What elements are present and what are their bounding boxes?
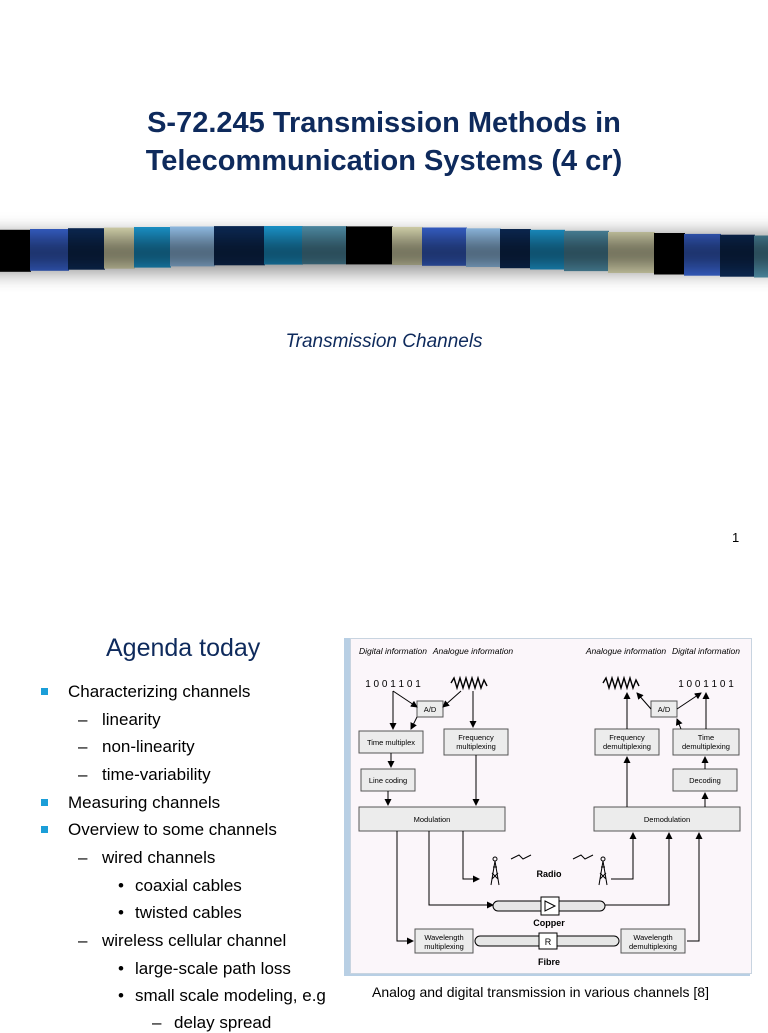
page-number: 1 — [732, 530, 740, 545]
fibre-label: Fibre — [538, 957, 560, 967]
slide-title: S-72.245 Transmission Methods in Telecom… — [0, 104, 768, 180]
radio-tower-left-icon — [490, 856, 500, 886]
square-bullet-icon — [41, 799, 48, 806]
fibre-cable: R — [474, 932, 620, 950]
square-bullet-icon — [41, 688, 48, 695]
digital-info-right-label: Digital information — [672, 646, 740, 656]
digital-info-left-label: Digital information — [359, 646, 427, 656]
title-line-2: Telecommunication Systems (4 cr) — [145, 145, 623, 177]
copper-label: Copper — [533, 918, 565, 928]
svg-text:A/D: A/D — [658, 705, 671, 714]
analogue-info-right-label: Analogue information — [585, 646, 667, 656]
slide-subtitle: Transmission Channels — [285, 331, 483, 352]
agenda-title: Agenda today — [106, 634, 261, 662]
amplifier-icon — [544, 900, 557, 912]
title-line-1: S-72.245 Transmission Methods in — [147, 107, 621, 139]
bits-left: 1 0 0 1 1 0 1 — [365, 679, 421, 690]
repeater-label: R — [545, 937, 552, 947]
radio-wave-left-icon — [510, 854, 532, 860]
transmission-diagram-svg: Digital information Analogue information… — [358, 646, 741, 967]
analog-wave-left-icon — [450, 675, 488, 691]
radio-wave-right-icon — [572, 854, 594, 860]
radio-label: Radio — [536, 869, 562, 879]
analog-wave-right-icon — [602, 675, 640, 691]
frequency-multiplexing-box — [443, 728, 509, 756]
agenda-slide: Agenda today Characterizing channels –li… — [0, 566, 768, 1032]
svg-text:A/D: A/D — [424, 705, 437, 714]
frequency-demultiplexing-box — [594, 728, 660, 756]
svg-text:Time multiplex: Time multiplex — [367, 738, 415, 747]
figure-caption: Analog and digital transmission in vario… — [372, 984, 709, 1000]
copper-cable — [492, 896, 606, 916]
wavelength-multiplexing-box — [414, 928, 474, 954]
radio-tower-right-icon — [598, 856, 608, 886]
modulation-box — [358, 806, 506, 832]
bits-right: 1 0 0 1 1 0 1 — [678, 679, 734, 690]
svg-text:Modulation: Modulation — [414, 815, 451, 824]
svg-text:Decoding: Decoding — [689, 776, 721, 785]
transmission-diagram: Digital information Analogue information… — [350, 638, 752, 974]
decorative-color-band — [0, 212, 768, 292]
band-shadow — [0, 222, 768, 284]
ad-left-box — [416, 700, 444, 718]
square-bullet-icon — [41, 826, 48, 833]
svg-text:Demodulation: Demodulation — [644, 815, 690, 824]
svg-text:Line coding: Line coding — [369, 776, 407, 785]
title-slide: S-72.245 Transmission Methods in Telecom… — [0, 104, 768, 545]
analogue-info-left-label: Analogue information — [432, 646, 514, 656]
wavelength-demultiplexing-box — [620, 928, 686, 954]
demodulation-box — [593, 806, 741, 832]
